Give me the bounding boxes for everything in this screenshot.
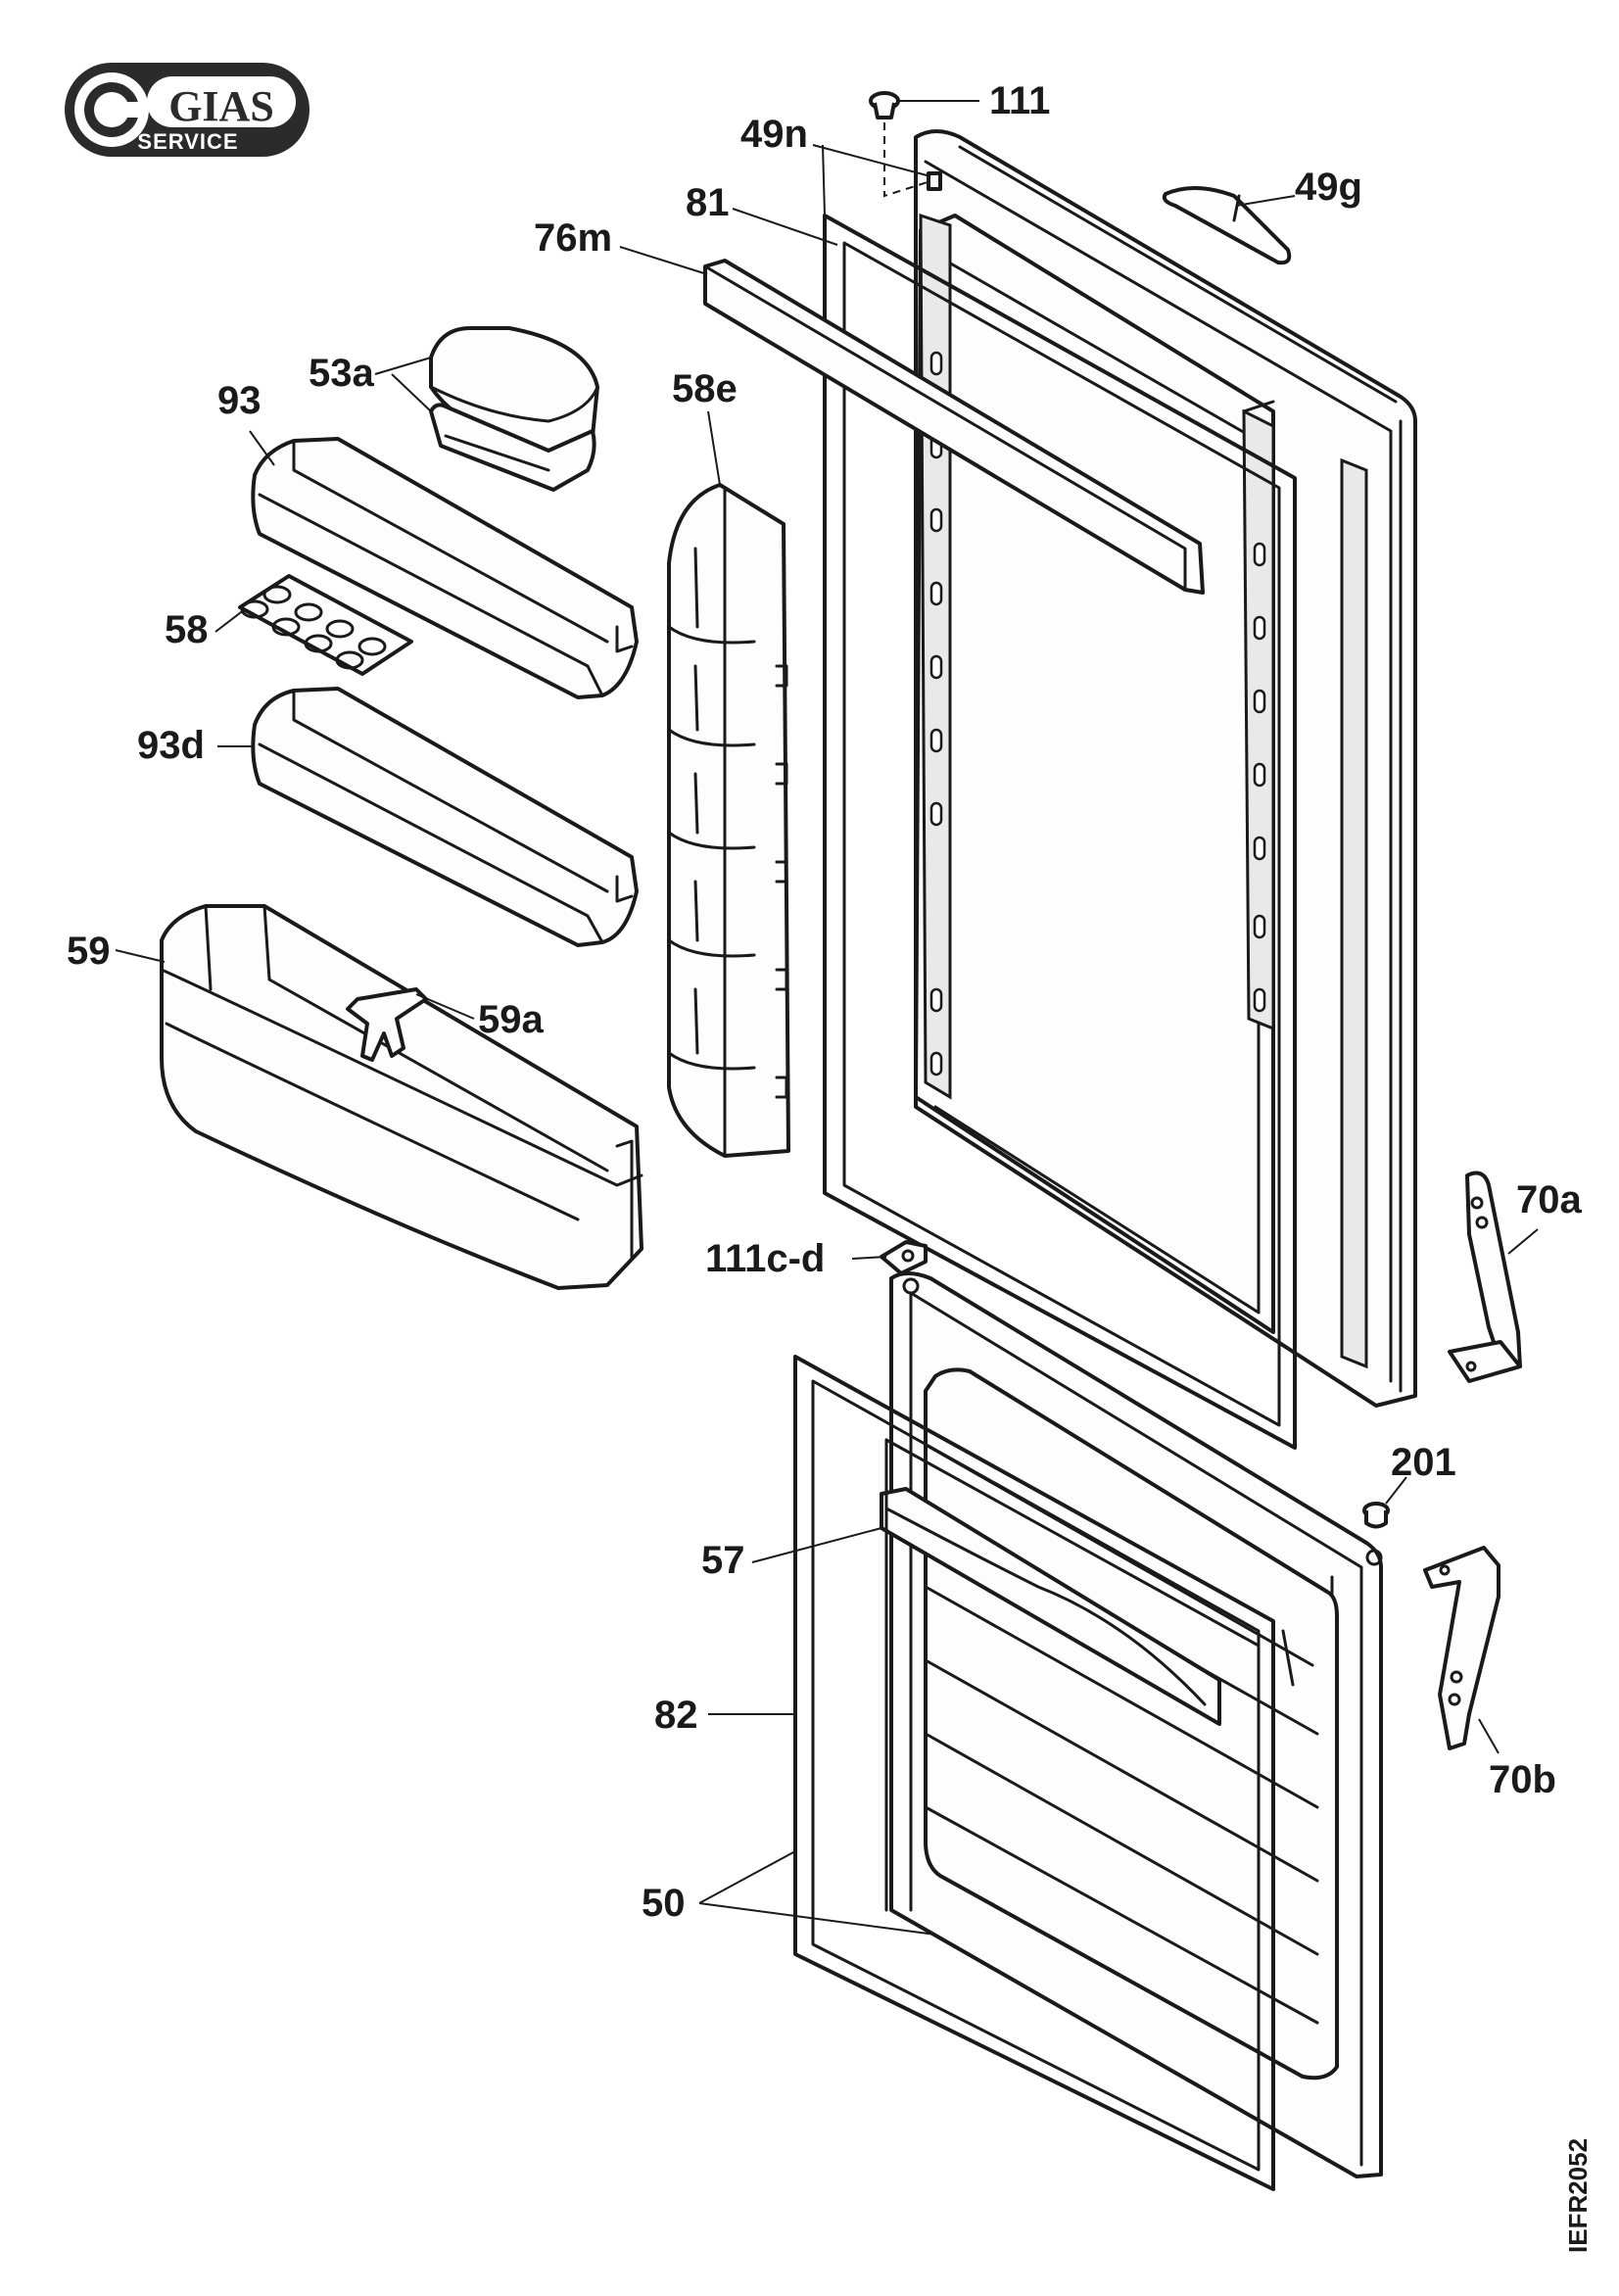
label-111c-d: 111c-d (705, 1237, 825, 1280)
bottle-rack-58e (667, 483, 790, 1158)
handle-70a (1448, 1171, 1522, 1383)
part-labels: 111 49n 49g 81 76m 53a 93 58e 58 93d 59 … (67, 79, 1582, 1925)
gias-logo: GIAS SERVICE (65, 63, 310, 157)
upper-door-liner (914, 213, 1275, 1334)
door-shelf-93d (251, 687, 639, 947)
label-201: 201 (1391, 1441, 1456, 1484)
egg-tray-58 (238, 574, 413, 676)
upper-door-gasket (823, 214, 1297, 1450)
hinge-111c-d (880, 1240, 928, 1275)
door-shelf-93 (251, 437, 639, 699)
label-76m: 76m (534, 216, 612, 260)
label-111: 111 (989, 79, 1050, 122)
flap-57 (880, 1487, 1221, 1726)
hinge-pin-111 (869, 91, 942, 198)
leader-lines (115, 100, 1539, 1936)
label-53a: 53a (309, 352, 374, 395)
label-58: 58 (165, 608, 209, 651)
label-58e: 58e (672, 367, 738, 410)
label-82: 82 (654, 1694, 698, 1737)
label-70a: 70a (1516, 1178, 1582, 1221)
lower-door-gasket (793, 1355, 1275, 2191)
handle-cap-49g (1162, 185, 1292, 265)
door-bar-76m (703, 259, 1205, 595)
label-59a: 59a (478, 998, 544, 1041)
label-57: 57 (701, 1539, 745, 1582)
logo-brand-name: GIAS (168, 82, 274, 130)
handle-70b (1423, 1546, 1500, 1750)
drawing-code: IEFR2052 (1563, 2138, 1593, 2253)
bottle-shelf-59 (160, 904, 643, 1290)
butter-dish-53a (429, 326, 599, 492)
label-50: 50 (642, 1882, 686, 1925)
label-59: 59 (67, 930, 111, 973)
label-81: 81 (686, 181, 730, 224)
label-93: 93 (217, 379, 262, 422)
label-49n: 49n (740, 113, 808, 156)
hinge-pin-201 (1362, 1502, 1390, 1529)
logo-subtitle: SERVICE (137, 129, 238, 154)
label-49g: 49g (1295, 166, 1362, 209)
clip-59a (346, 987, 428, 1062)
liner-slots-right (1253, 542, 1266, 1013)
label-70b: 70b (1489, 1758, 1556, 1801)
label-93d: 93d (137, 724, 205, 767)
